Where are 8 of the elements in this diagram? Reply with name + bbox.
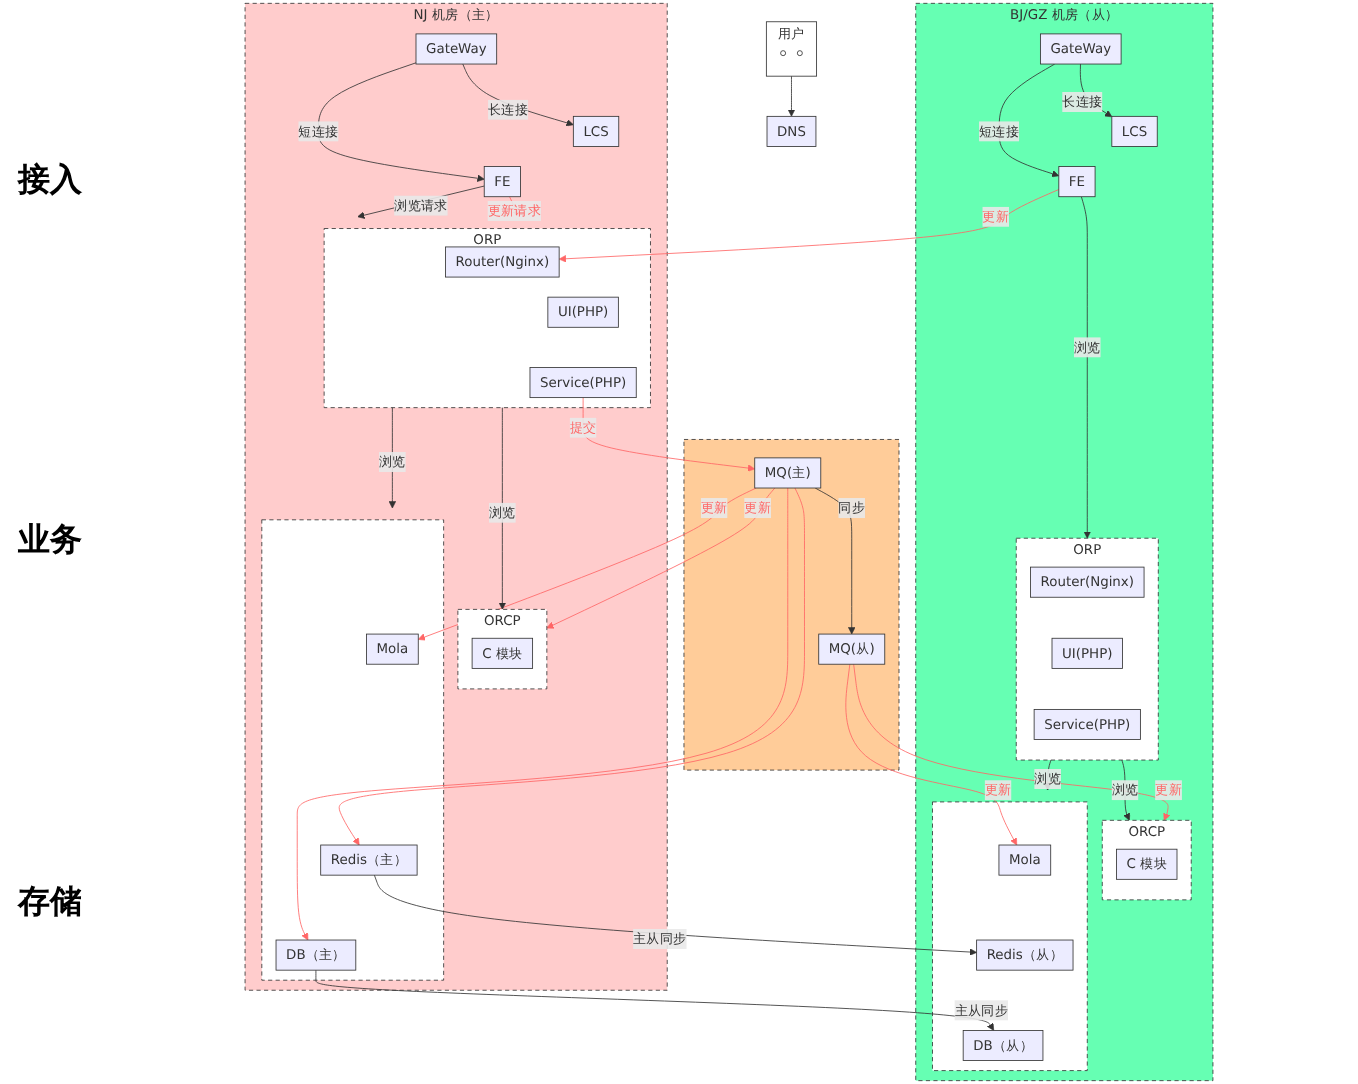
section-label: 接入	[18, 159, 82, 202]
cluster	[683, 439, 900, 771]
node-person	[780, 50, 787, 57]
section-label: 存储	[18, 882, 82, 925]
cluster	[932, 801, 1088, 1072]
cluster	[261, 519, 445, 981]
section-label: 业务	[18, 520, 82, 563]
node-person	[796, 50, 803, 57]
